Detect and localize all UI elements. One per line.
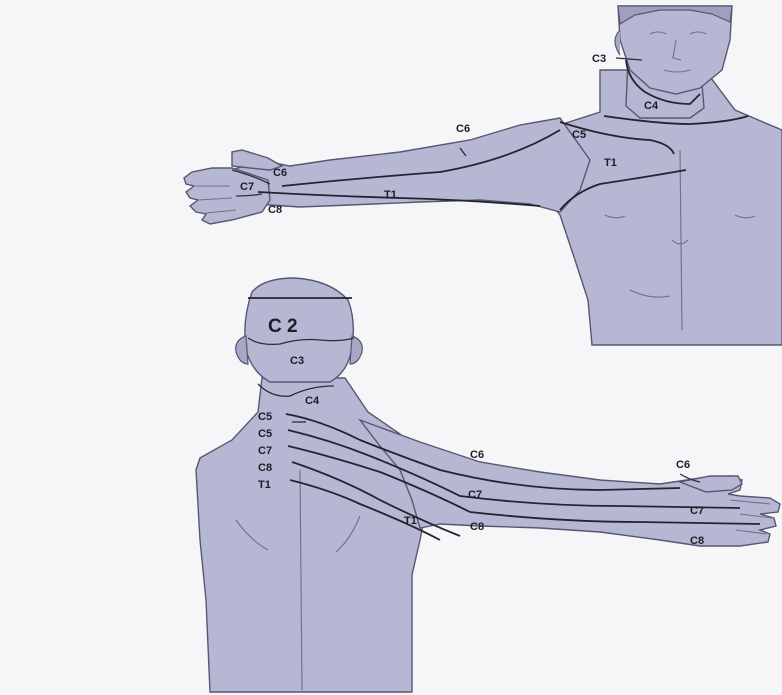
back-label-c8-arm: C8 — [470, 521, 484, 533]
front-hand — [184, 168, 270, 224]
front-label-c7: C7 — [240, 181, 254, 193]
front-label-c4: C4 — [644, 100, 659, 112]
back-label-c7-hand: C7 — [690, 505, 704, 517]
back-label-c8-neck: C8 — [258, 462, 272, 474]
back-ear-left — [236, 336, 248, 364]
back-ear-right — [350, 336, 362, 364]
back-label-c6-arm: C6 — [470, 449, 484, 461]
front-label-c3: C3 — [592, 53, 606, 65]
back-label-c2: C 2 — [268, 316, 298, 337]
back-label-c8-hand: C8 — [690, 535, 704, 547]
front-label-c6-thumb: C6 — [273, 167, 287, 179]
back-label-c7-neck: C7 — [258, 445, 272, 457]
front-label-t1-chest: T1 — [604, 157, 617, 169]
back-label-c3: C3 — [290, 355, 304, 367]
front-label-c5: C5 — [572, 129, 586, 141]
back-label-t1-arm: T1 — [404, 515, 417, 527]
back-label-c5-b: C5 — [258, 428, 272, 440]
front-label-c8: C8 — [268, 204, 282, 216]
back-torso — [196, 378, 430, 692]
back-label-c7-arm: C7 — [468, 489, 482, 501]
back-label-c4: C4 — [305, 395, 320, 407]
back-label-t1-neck: T1 — [258, 479, 271, 491]
front-label-t1-arm: T1 — [384, 189, 397, 201]
back-label-c6-thumb: C6 — [676, 459, 690, 471]
back-label-c5-a: C5 — [258, 411, 272, 423]
front-label-c6-arm: C6 — [456, 123, 470, 135]
